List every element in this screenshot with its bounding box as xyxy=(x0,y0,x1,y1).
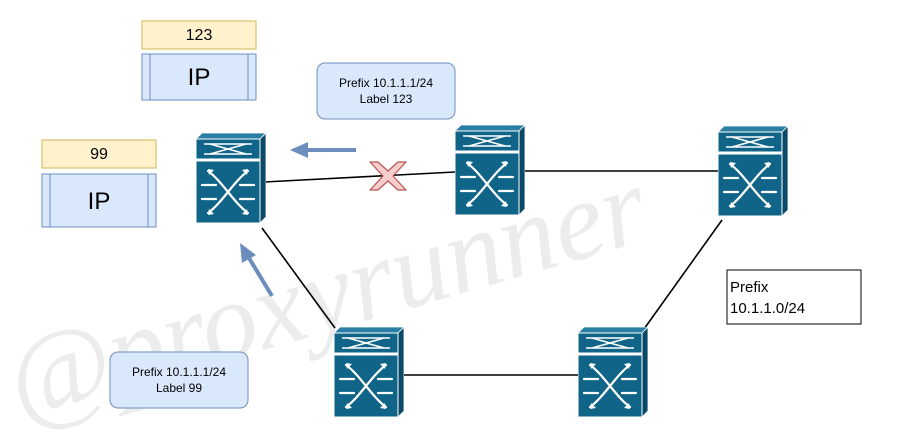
link-r3-r5 xyxy=(643,219,723,330)
callout-line-2: Label 123 xyxy=(360,92,413,106)
prefix-box-line-1: Prefix xyxy=(730,279,769,296)
router-5-icon[interactable] xyxy=(578,327,648,419)
label-value: 99 xyxy=(90,146,108,163)
router-3-icon[interactable] xyxy=(718,126,788,218)
callout-label-123: Prefix 10.1.1.1/24 Label 123 xyxy=(316,62,456,120)
ip-payload-label: IP xyxy=(88,188,111,215)
callout-line-1: Prefix 10.1.1.1/24 xyxy=(132,365,226,379)
callout-label-99: Prefix 10.1.1.1/24 Label 99 xyxy=(109,351,249,409)
link-r1-r4 xyxy=(261,227,336,329)
label-stack-99: 99 IP xyxy=(41,139,157,228)
arrow-label-99-icon xyxy=(240,243,274,298)
links xyxy=(261,170,723,376)
link-r1-r2 xyxy=(263,171,456,183)
prefix-box-line-2: 10.1.1.0/24 xyxy=(730,300,805,317)
label-value: 123 xyxy=(186,27,213,44)
router-1-icon[interactable] xyxy=(196,133,266,225)
label-stack-123: 123 IP xyxy=(141,20,257,101)
router-4-icon[interactable] xyxy=(334,327,404,419)
prefix-box: Prefix 10.1.1.0/24 xyxy=(726,269,862,325)
arrow-label-123-icon xyxy=(290,142,356,158)
callout-line-2: Label 99 xyxy=(156,381,202,395)
router-2-icon[interactable] xyxy=(455,125,525,217)
link-failure-icon xyxy=(369,161,407,191)
callout-line-1: Prefix 10.1.1.1/24 xyxy=(339,76,433,90)
ip-payload-label: IP xyxy=(188,64,211,91)
